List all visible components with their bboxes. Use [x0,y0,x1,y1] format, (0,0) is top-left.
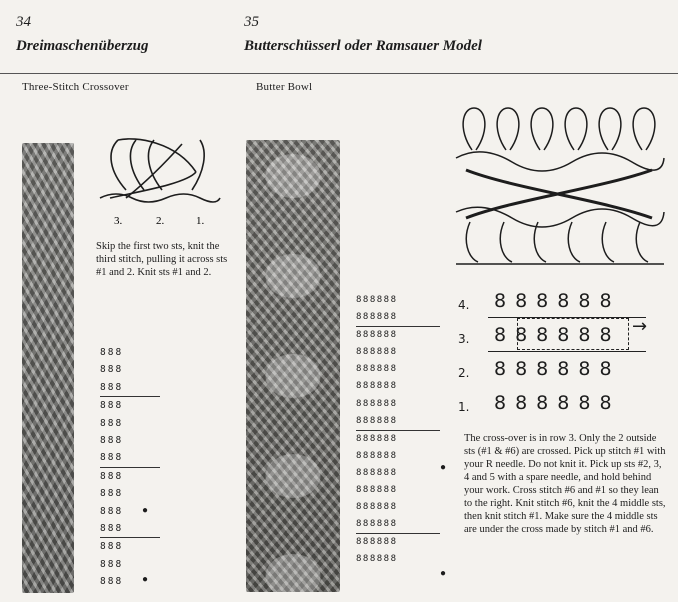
big-chart-row: 888888 [494,392,621,414]
chart-row: 888888 [356,554,398,565]
header-rule [0,73,678,74]
big-chart-row: 888888 [494,290,621,312]
right-subtitle: Butter Bowl [256,81,313,93]
big-chart-row-label-4: 4. [458,298,470,312]
diagram-label-3: 3. [114,215,123,227]
big-chart-row: 888888 [494,358,621,380]
chart-row: 888888 [356,295,398,305]
chart-row: 888888 [356,516,440,535]
chart-row: 888 [100,470,124,482]
chart-row: 888 [100,435,124,447]
big-chart-divider [488,317,646,318]
chart-row: 888888 [356,413,440,431]
chart-row: 888 [100,400,124,412]
chart-row: 888 [100,417,124,429]
big-chart-row-label-3: 3. [458,332,470,346]
chart-row: 888888 [356,537,398,548]
chart-row: 888 [100,576,124,588]
three-stitch-crossover-swatch-photo [22,143,74,593]
butter-bowl-swatch-photo [246,140,340,592]
chart-row: 888 [100,379,160,398]
chart-row: 888888 [356,309,440,328]
chart-row: 888 [100,505,124,517]
chart-row: 888 [100,364,124,376]
chart-row: 888888 [356,330,398,341]
chart-row: 888 [100,520,160,539]
right-stitch-chart: 888888 888888 888888 888888 888888 88888… [356,292,440,569]
chart-row: 888 [100,558,124,570]
chart-row: 888888 [356,467,398,478]
big-chart-row: 888888 [494,324,621,346]
chart-row: 888888 [356,450,398,461]
chart-row: 888 [100,488,124,500]
chart-row: 888888 [356,433,398,444]
chart-row: 888 [100,449,160,468]
right-instructions: The cross-over is in row 3. Only the 2 o… [464,433,666,535]
left-subtitle: Three-Stitch Crossover [22,81,129,93]
chart-row: 888 [100,541,124,553]
diagram-label-2: 2. [156,215,165,227]
butter-bowl-crossover-diagram [455,107,665,265]
three-stitch-crossover-diagram: 3. 2. 1. [99,138,221,227]
chart-row: 888888 [356,398,398,409]
chart-row: 888888 [356,381,398,392]
chart-row: 888 [100,347,124,358]
row-marker-dot-icon: ● [440,462,447,473]
cross-stitch-dashed-box [517,318,629,350]
big-chart-divider [488,351,646,352]
right-page-number: 35 [244,14,259,30]
arrow-right-icon: → [632,316,648,337]
row-marker-dot-icon: ● [440,568,447,579]
big-chart-row-label-1: 1. [458,400,470,414]
right-page-title: Butterschüsserl oder Ramsauer Model [244,38,482,54]
chart-row: 888888 [356,347,398,358]
left-page-title: Dreimaschenüberzug [16,38,149,54]
diagram-label-1: 1. [196,215,205,227]
left-instructions: Skip the first two sts, knit the third s… [96,241,228,278]
chart-row: 888888 [356,502,398,513]
big-chart-row-label-2: 2. [458,366,470,380]
left-page-number: 34 [16,14,31,30]
chart-row: 888888 [356,485,398,496]
row-marker-dot-icon: ● [142,505,149,516]
left-stitch-chart: 888 888 888 888 888 888 888 888 888 888 … [100,344,160,591]
row-marker-dot-icon: ● [142,574,149,585]
chart-row: 888888 [356,364,398,375]
